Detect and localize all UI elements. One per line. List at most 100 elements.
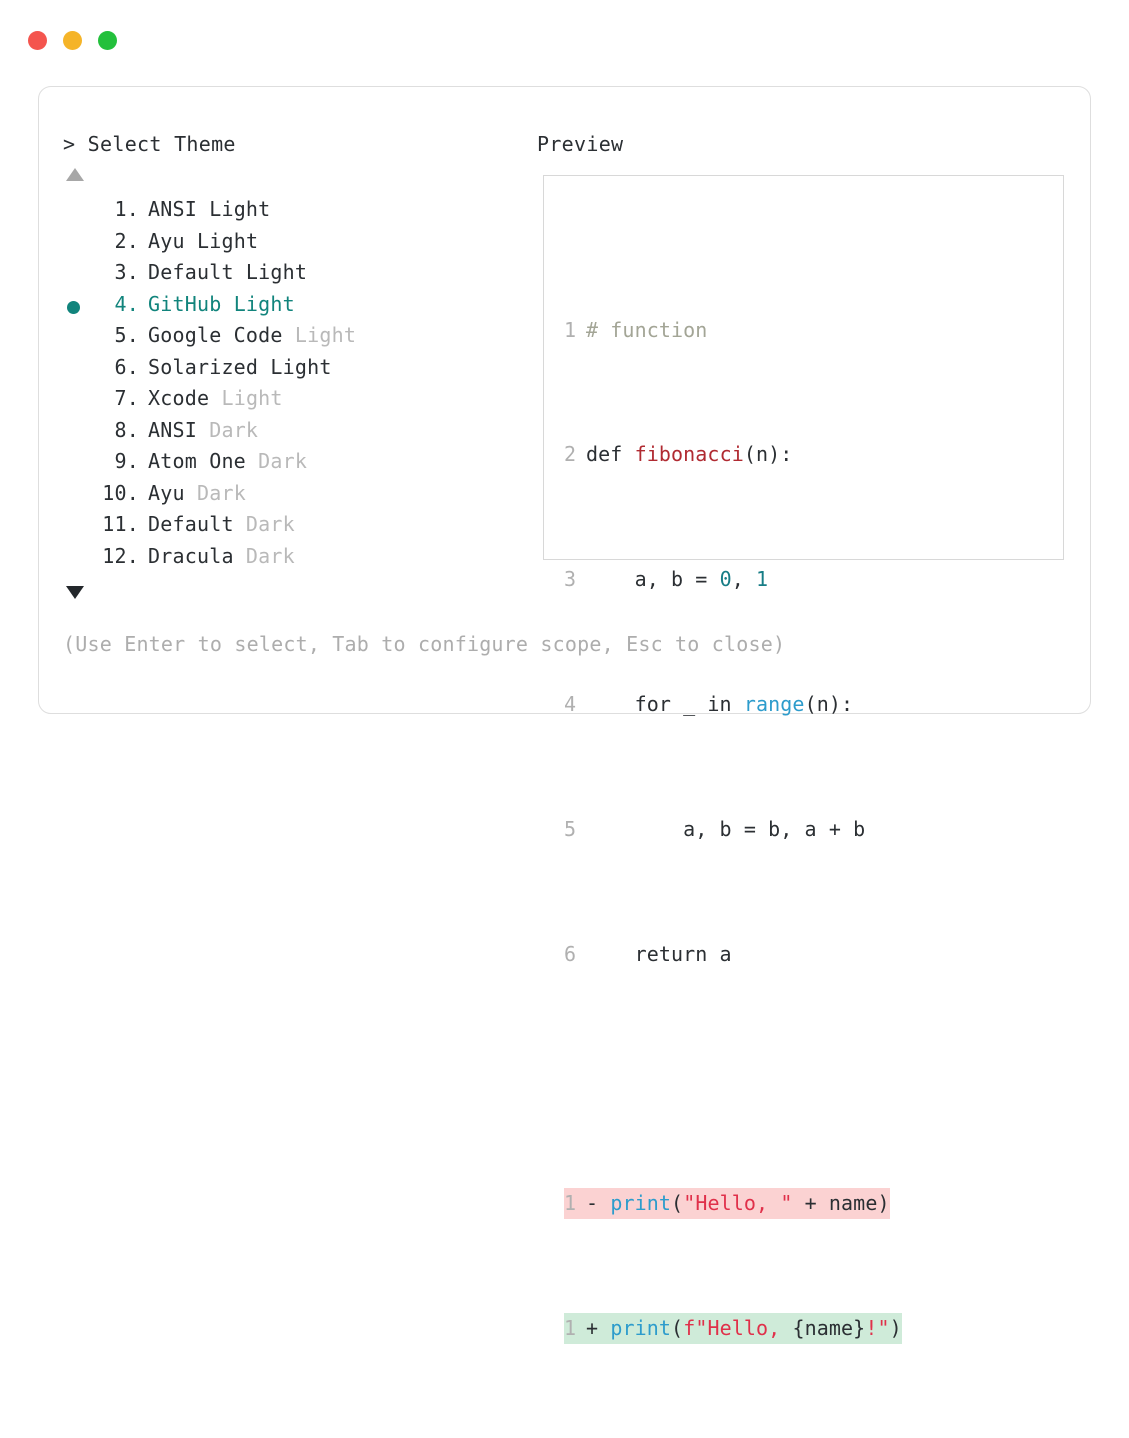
selection-indicator bbox=[63, 512, 93, 544]
line-number: 1 bbox=[564, 317, 577, 342]
maximize-window-icon[interactable] bbox=[98, 31, 117, 50]
theme-item-index: 12. bbox=[102, 543, 139, 568]
theme-list-item[interactable]: 7. Xcode Light bbox=[63, 386, 513, 418]
theme-item-index: 2. bbox=[114, 228, 139, 253]
theme-list-item[interactable]: 2. Ayu Light bbox=[63, 229, 513, 261]
theme-list-item[interactable]: 12.Dracula Dark bbox=[63, 544, 513, 576]
diff-plus-sign: + bbox=[586, 1316, 599, 1341]
selection-indicator bbox=[63, 229, 93, 261]
code-token-builtin: print bbox=[610, 1191, 672, 1216]
scroll-down-indicator[interactable] bbox=[63, 575, 513, 601]
minimize-window-icon[interactable] bbox=[63, 31, 82, 50]
selection-indicator bbox=[63, 292, 93, 324]
theme-list-item[interactable]: 8.ANSI Dark bbox=[63, 418, 513, 450]
theme-item-name: Xcode bbox=[148, 386, 210, 410]
code-token-plain: for _ in bbox=[586, 692, 744, 717]
line-number: 3 bbox=[564, 567, 577, 592]
theme-item-name: ANSI bbox=[148, 197, 197, 221]
theme-item-name: Default bbox=[148, 260, 234, 284]
selection-indicator bbox=[63, 481, 93, 513]
theme-list-item[interactable]: 6.Solarized Light bbox=[63, 355, 513, 387]
theme-item-index: 11. bbox=[102, 512, 139, 536]
theme-list-item[interactable]: 5.Google Code Light bbox=[63, 323, 513, 355]
theme-item-variant: Dark bbox=[245, 449, 308, 473]
line-number: 5 bbox=[564, 816, 577, 841]
triangle-down-icon bbox=[66, 586, 84, 599]
code-line-4: 4 for _ in range(n): bbox=[564, 689, 902, 720]
code-token-number: 1 bbox=[756, 567, 769, 592]
line-number: 2 bbox=[564, 442, 577, 467]
code-token-plain: (n): bbox=[804, 692, 854, 717]
theme-item-name: Ayu bbox=[148, 228, 185, 253]
theme-item-index: 1. bbox=[114, 197, 139, 221]
scroll-up-indicator[interactable] bbox=[63, 165, 513, 187]
theme-item-name: Default bbox=[148, 512, 234, 536]
theme-item-variant: Light bbox=[221, 291, 295, 316]
code-line-5: 5 a, b = b, a + b bbox=[564, 814, 902, 845]
code-token-number: 0 bbox=[719, 567, 732, 592]
code-token-plain: + name) bbox=[792, 1191, 890, 1216]
theme-list-item[interactable]: 11. Default Dark bbox=[63, 512, 513, 544]
code-token-builtin: print bbox=[610, 1316, 672, 1341]
theme-item-index: 7. bbox=[114, 386, 139, 410]
theme-list-item[interactable]: 1. ANSI Light bbox=[63, 197, 513, 229]
code-token-fstring-expr: {name} bbox=[792, 1316, 866, 1341]
selection-indicator bbox=[63, 544, 93, 576]
code-token-plain: a, b = b, a + b bbox=[586, 816, 866, 841]
code-token-builtin: range bbox=[743, 692, 805, 717]
keyboard-hint: (Use Enter to select, Tab to configure s… bbox=[63, 632, 786, 656]
theme-item-index: 5. bbox=[114, 323, 139, 347]
theme-item-variant: Light bbox=[233, 260, 308, 284]
triangle-up-icon bbox=[66, 168, 84, 181]
theme-item-name: Atom One bbox=[148, 449, 246, 473]
code-line-6: 6 return a bbox=[564, 939, 902, 970]
code-token-function: fibonacci bbox=[634, 442, 744, 467]
code-line-1: 1# function bbox=[564, 315, 902, 346]
theme-item-index: 4. bbox=[114, 291, 139, 316]
theme-item-variant: Light bbox=[209, 386, 283, 410]
code-token-string: "Hello, " bbox=[683, 1191, 793, 1216]
theme-list-item[interactable]: 3. Default Light bbox=[63, 260, 513, 292]
selection-indicator bbox=[63, 418, 93, 450]
close-window-icon[interactable] bbox=[28, 31, 47, 50]
theme-item-variant: Light bbox=[282, 323, 357, 347]
theme-item-variant: Dark bbox=[196, 417, 259, 442]
diff-minus-sign: - bbox=[586, 1191, 599, 1216]
theme-item-index: 10. bbox=[102, 480, 139, 505]
line-number: 1 bbox=[564, 1316, 577, 1341]
code-line-3: 3 a, b = 0, 1 bbox=[564, 564, 902, 595]
theme-list-item[interactable]: 9.Atom One Dark bbox=[63, 449, 513, 481]
theme-item-index: 6. bbox=[114, 354, 139, 379]
theme-item-index: 8. bbox=[114, 417, 139, 442]
line-number: 1 bbox=[564, 1191, 577, 1216]
theme-item-name: Ayu bbox=[148, 480, 185, 505]
code-token-string: !" bbox=[865, 1316, 890, 1341]
code-token-plain: ) bbox=[889, 1316, 902, 1341]
code-token-plain: return a bbox=[586, 941, 732, 966]
code-token-plain: ( bbox=[671, 1316, 684, 1341]
theme-list-item[interactable]: 10.Ayu Dark bbox=[63, 481, 513, 513]
theme-item-name: GitHub bbox=[148, 291, 222, 316]
selection-indicator bbox=[63, 355, 93, 387]
theme-item-variant: Dark bbox=[233, 543, 295, 568]
line-number: 6 bbox=[564, 941, 577, 966]
theme-list-item[interactable]: 4. GitHub Light bbox=[63, 292, 513, 324]
code-token-plain: ( bbox=[671, 1191, 684, 1216]
theme-item-variant: Dark bbox=[233, 512, 295, 536]
theme-item-index: 3. bbox=[114, 260, 139, 284]
code-token-plain: (n): bbox=[743, 442, 793, 467]
code-token-keyword: def bbox=[586, 442, 635, 467]
selection-indicator bbox=[63, 197, 93, 229]
selection-indicator bbox=[63, 260, 93, 292]
code-token-plain: , bbox=[731, 567, 757, 592]
theme-item-name: Solarized bbox=[148, 354, 259, 379]
theme-item-variant: Light bbox=[196, 197, 271, 221]
code-line-2: 2 def fibonacci(n): bbox=[564, 439, 902, 470]
code-blank-line bbox=[564, 1063, 902, 1094]
selected-bullet-icon bbox=[67, 300, 80, 314]
theme-item-variant: Light bbox=[184, 228, 259, 253]
